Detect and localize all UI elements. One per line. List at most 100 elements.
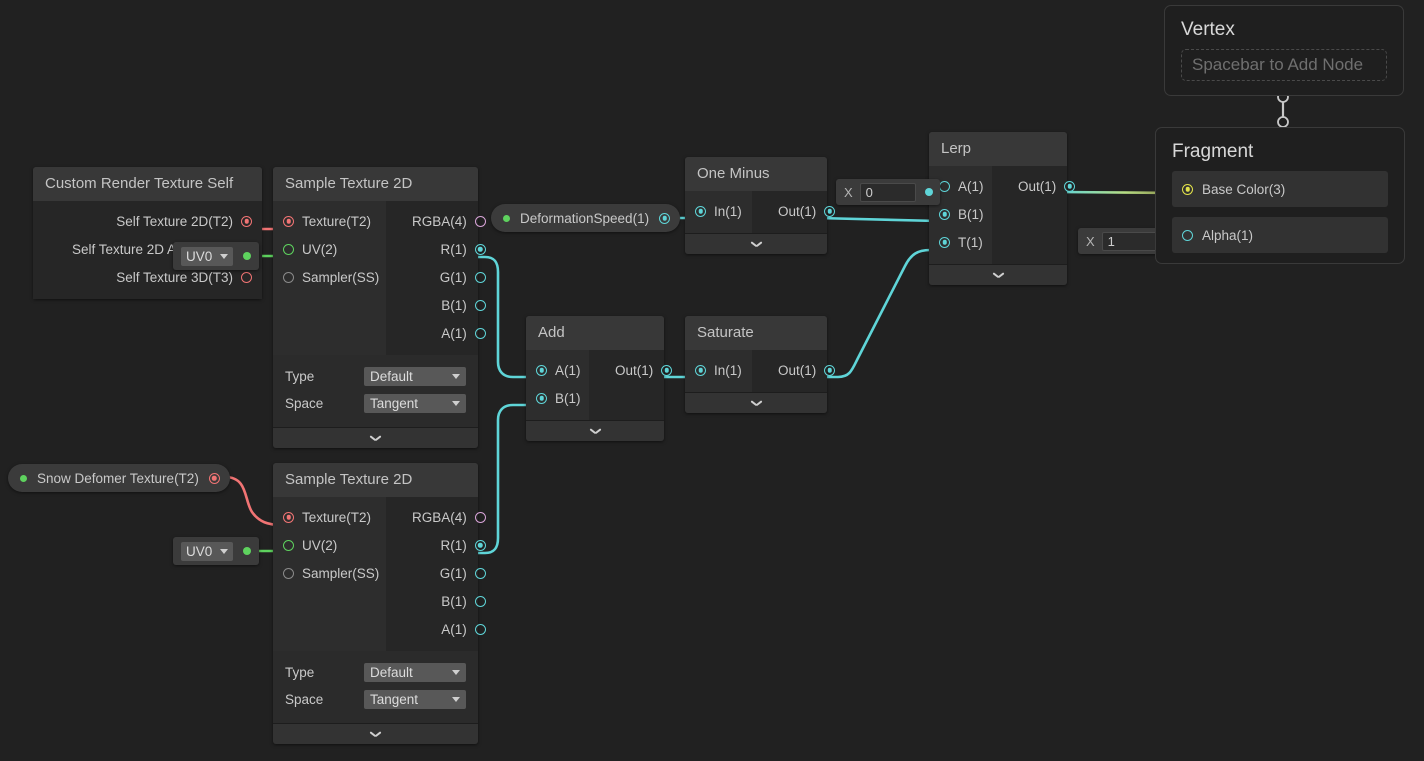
port-uv-in[interactable]: UV(2)	[273, 531, 386, 559]
port-dot-sampler[interactable]	[283, 567, 294, 579]
space-dropdown[interactable]: Tangent	[364, 394, 466, 413]
uv-channel-dropdown[interactable]: UV0	[181, 246, 234, 266]
port-dot-in[interactable]	[695, 205, 706, 217]
port-r-out[interactable]: R(1)	[386, 531, 496, 559]
port-in[interactable]: In(1)	[685, 197, 752, 225]
port-self-texture-2d[interactable]: Self Texture 2D(T2)	[33, 207, 262, 235]
port-dot-texture[interactable]	[283, 215, 294, 227]
node-collapse-toggle[interactable]	[526, 420, 664, 441]
fragment-block-base-color[interactable]: Base Color(3)	[1172, 171, 1388, 207]
space-dropdown[interactable]: Tangent	[364, 690, 466, 709]
node-body: Texture(T2) UV(2) Sampler(SS) RGBA(4) R(…	[273, 201, 486, 355]
port-a-in[interactable]: A(1)	[526, 356, 589, 384]
node-add[interactable]: Add A(1) B(1) Out(1)	[526, 316, 673, 441]
port-dot-r[interactable]	[474, 539, 486, 551]
port-uv-in[interactable]: UV(2)	[273, 235, 386, 263]
property-node-snow-deformer-texture[interactable]: Snow Defomer Texture(T2)	[8, 464, 230, 492]
node-lerp[interactable]: Lerp A(1) B(1) T(1) Out(1)	[929, 132, 1076, 285]
node-collapse-toggle[interactable]	[685, 233, 827, 254]
vertex-add-node-slot[interactable]: Spacebar to Add Node	[1181, 49, 1387, 81]
port-dot-b[interactable]	[536, 392, 547, 404]
uv-widget-output-dot[interactable]	[243, 252, 252, 260]
port-dot-a[interactable]	[474, 327, 486, 339]
value-widget-output-dot[interactable]	[924, 188, 933, 196]
port-sampler-in[interactable]: Sampler(SS)	[273, 559, 386, 587]
node-collapse-toggle[interactable]	[273, 427, 478, 448]
port-dot-out[interactable]	[824, 205, 836, 217]
port-dot-uv[interactable]	[283, 243, 294, 255]
port-dot-in[interactable]	[695, 364, 706, 376]
master-node-vertex[interactable]: Vertex Spacebar to Add Node	[1164, 5, 1404, 96]
node-sample-texture-2d-bottom[interactable]: Sample Texture 2D Texture(T2) UV(2) Samp…	[273, 463, 486, 744]
port-dot-base-color[interactable]	[1182, 183, 1193, 195]
lerp-a-value-input[interactable]	[859, 182, 916, 202]
port-g-out[interactable]: G(1)	[386, 559, 496, 587]
property-node-deformation-speed[interactable]: DeformationSpeed(1)	[491, 204, 681, 232]
port-dot-property-out[interactable]	[659, 212, 671, 224]
port-in[interactable]: In(1)	[685, 356, 752, 384]
port-dot-b[interactable]	[474, 595, 486, 607]
master-node-fragment[interactable]: Fragment Base Color(3) Alpha(1)	[1155, 127, 1405, 264]
uv-widget-output-dot[interactable]	[243, 547, 252, 555]
port-sampler-in[interactable]: Sampler(SS)	[273, 263, 386, 291]
port-out[interactable]: Out(1)	[752, 197, 845, 225]
node-one-minus[interactable]: One Minus In(1) Out(1)	[685, 157, 836, 254]
node-saturate[interactable]: Saturate In(1) Out(1)	[685, 316, 836, 413]
port-dot-out[interactable]	[1064, 180, 1076, 192]
port-dot-sampler[interactable]	[283, 271, 294, 283]
port-t-in[interactable]: T(1)	[929, 228, 992, 256]
port-self-texture-3d[interactable]: Self Texture 3D(T3)	[33, 263, 262, 291]
node-collapse-toggle[interactable]	[929, 264, 1067, 285]
port-dot-rgba[interactable]	[474, 215, 486, 227]
port-g-out[interactable]: G(1)	[386, 263, 496, 291]
port-dot-t[interactable]	[939, 236, 950, 248]
node-collapse-toggle[interactable]	[273, 723, 478, 744]
port-rgba-out[interactable]: RGBA(4)	[386, 207, 496, 235]
uv-channel-dropdown[interactable]: UV0	[181, 541, 234, 561]
port-dot-texture3d[interactable]	[241, 271, 252, 283]
port-out[interactable]: Out(1)	[992, 172, 1085, 200]
port-dot-a[interactable]	[939, 180, 950, 192]
port-dot-a[interactable]	[474, 623, 486, 635]
port-dot-out[interactable]	[661, 364, 673, 376]
node-collapse-toggle[interactable]	[685, 392, 827, 413]
port-b-in[interactable]: B(1)	[526, 384, 589, 412]
port-b-out[interactable]: B(1)	[386, 587, 496, 615]
port-out[interactable]: Out(1)	[752, 356, 845, 384]
port-out[interactable]: Out(1)	[589, 356, 682, 384]
port-texture-in[interactable]: Texture(T2)	[273, 503, 386, 531]
fragment-alpha-value-input[interactable]	[1101, 231, 1158, 251]
port-dot-texture2d[interactable]	[241, 215, 252, 227]
node-sample-texture-2d-top[interactable]: Sample Texture 2D Texture(T2) UV(2) Samp…	[273, 167, 486, 448]
port-b-in[interactable]: B(1)	[929, 200, 992, 228]
output-port-list: Out(1)	[589, 350, 682, 420]
port-dot-uv[interactable]	[283, 539, 294, 551]
uv-channel-widget-bottom[interactable]: UV0	[173, 537, 260, 565]
port-dot-b[interactable]	[939, 208, 950, 220]
port-dot-g[interactable]	[474, 567, 486, 579]
value-widget-lerp-a[interactable]: X	[836, 179, 940, 205]
port-a-out[interactable]: A(1)	[386, 319, 496, 347]
port-dot-a[interactable]	[536, 364, 547, 376]
uv-channel-widget-top[interactable]: UV0	[173, 242, 260, 270]
fragment-block-alpha[interactable]: Alpha(1)	[1172, 217, 1388, 253]
type-dropdown[interactable]: Default	[364, 367, 466, 386]
port-dot-rgba[interactable]	[474, 511, 486, 523]
port-b-out[interactable]: B(1)	[386, 291, 496, 319]
port-dot-texture[interactable]	[283, 511, 294, 523]
port-a-out[interactable]: A(1)	[386, 615, 496, 643]
port-dot-property-out[interactable]	[208, 472, 220, 484]
port-dot-g[interactable]	[474, 271, 486, 283]
chevron-down-icon	[220, 548, 229, 554]
port-rgba-out[interactable]: RGBA(4)	[386, 503, 496, 531]
port-dot-r[interactable]	[474, 243, 486, 255]
port-dot-out[interactable]	[824, 364, 836, 376]
type-dropdown[interactable]: Default	[364, 663, 466, 682]
port-texture-in[interactable]: Texture(T2)	[273, 207, 386, 235]
node-custom-render-texture-self[interactable]: Custom Render Texture Self Self Texture …	[33, 167, 262, 299]
port-dot-b[interactable]	[474, 299, 486, 311]
port-r-out[interactable]: R(1)	[386, 235, 496, 263]
port-dot-alpha[interactable]	[1182, 229, 1193, 241]
node-title: Lerp	[929, 132, 1067, 166]
